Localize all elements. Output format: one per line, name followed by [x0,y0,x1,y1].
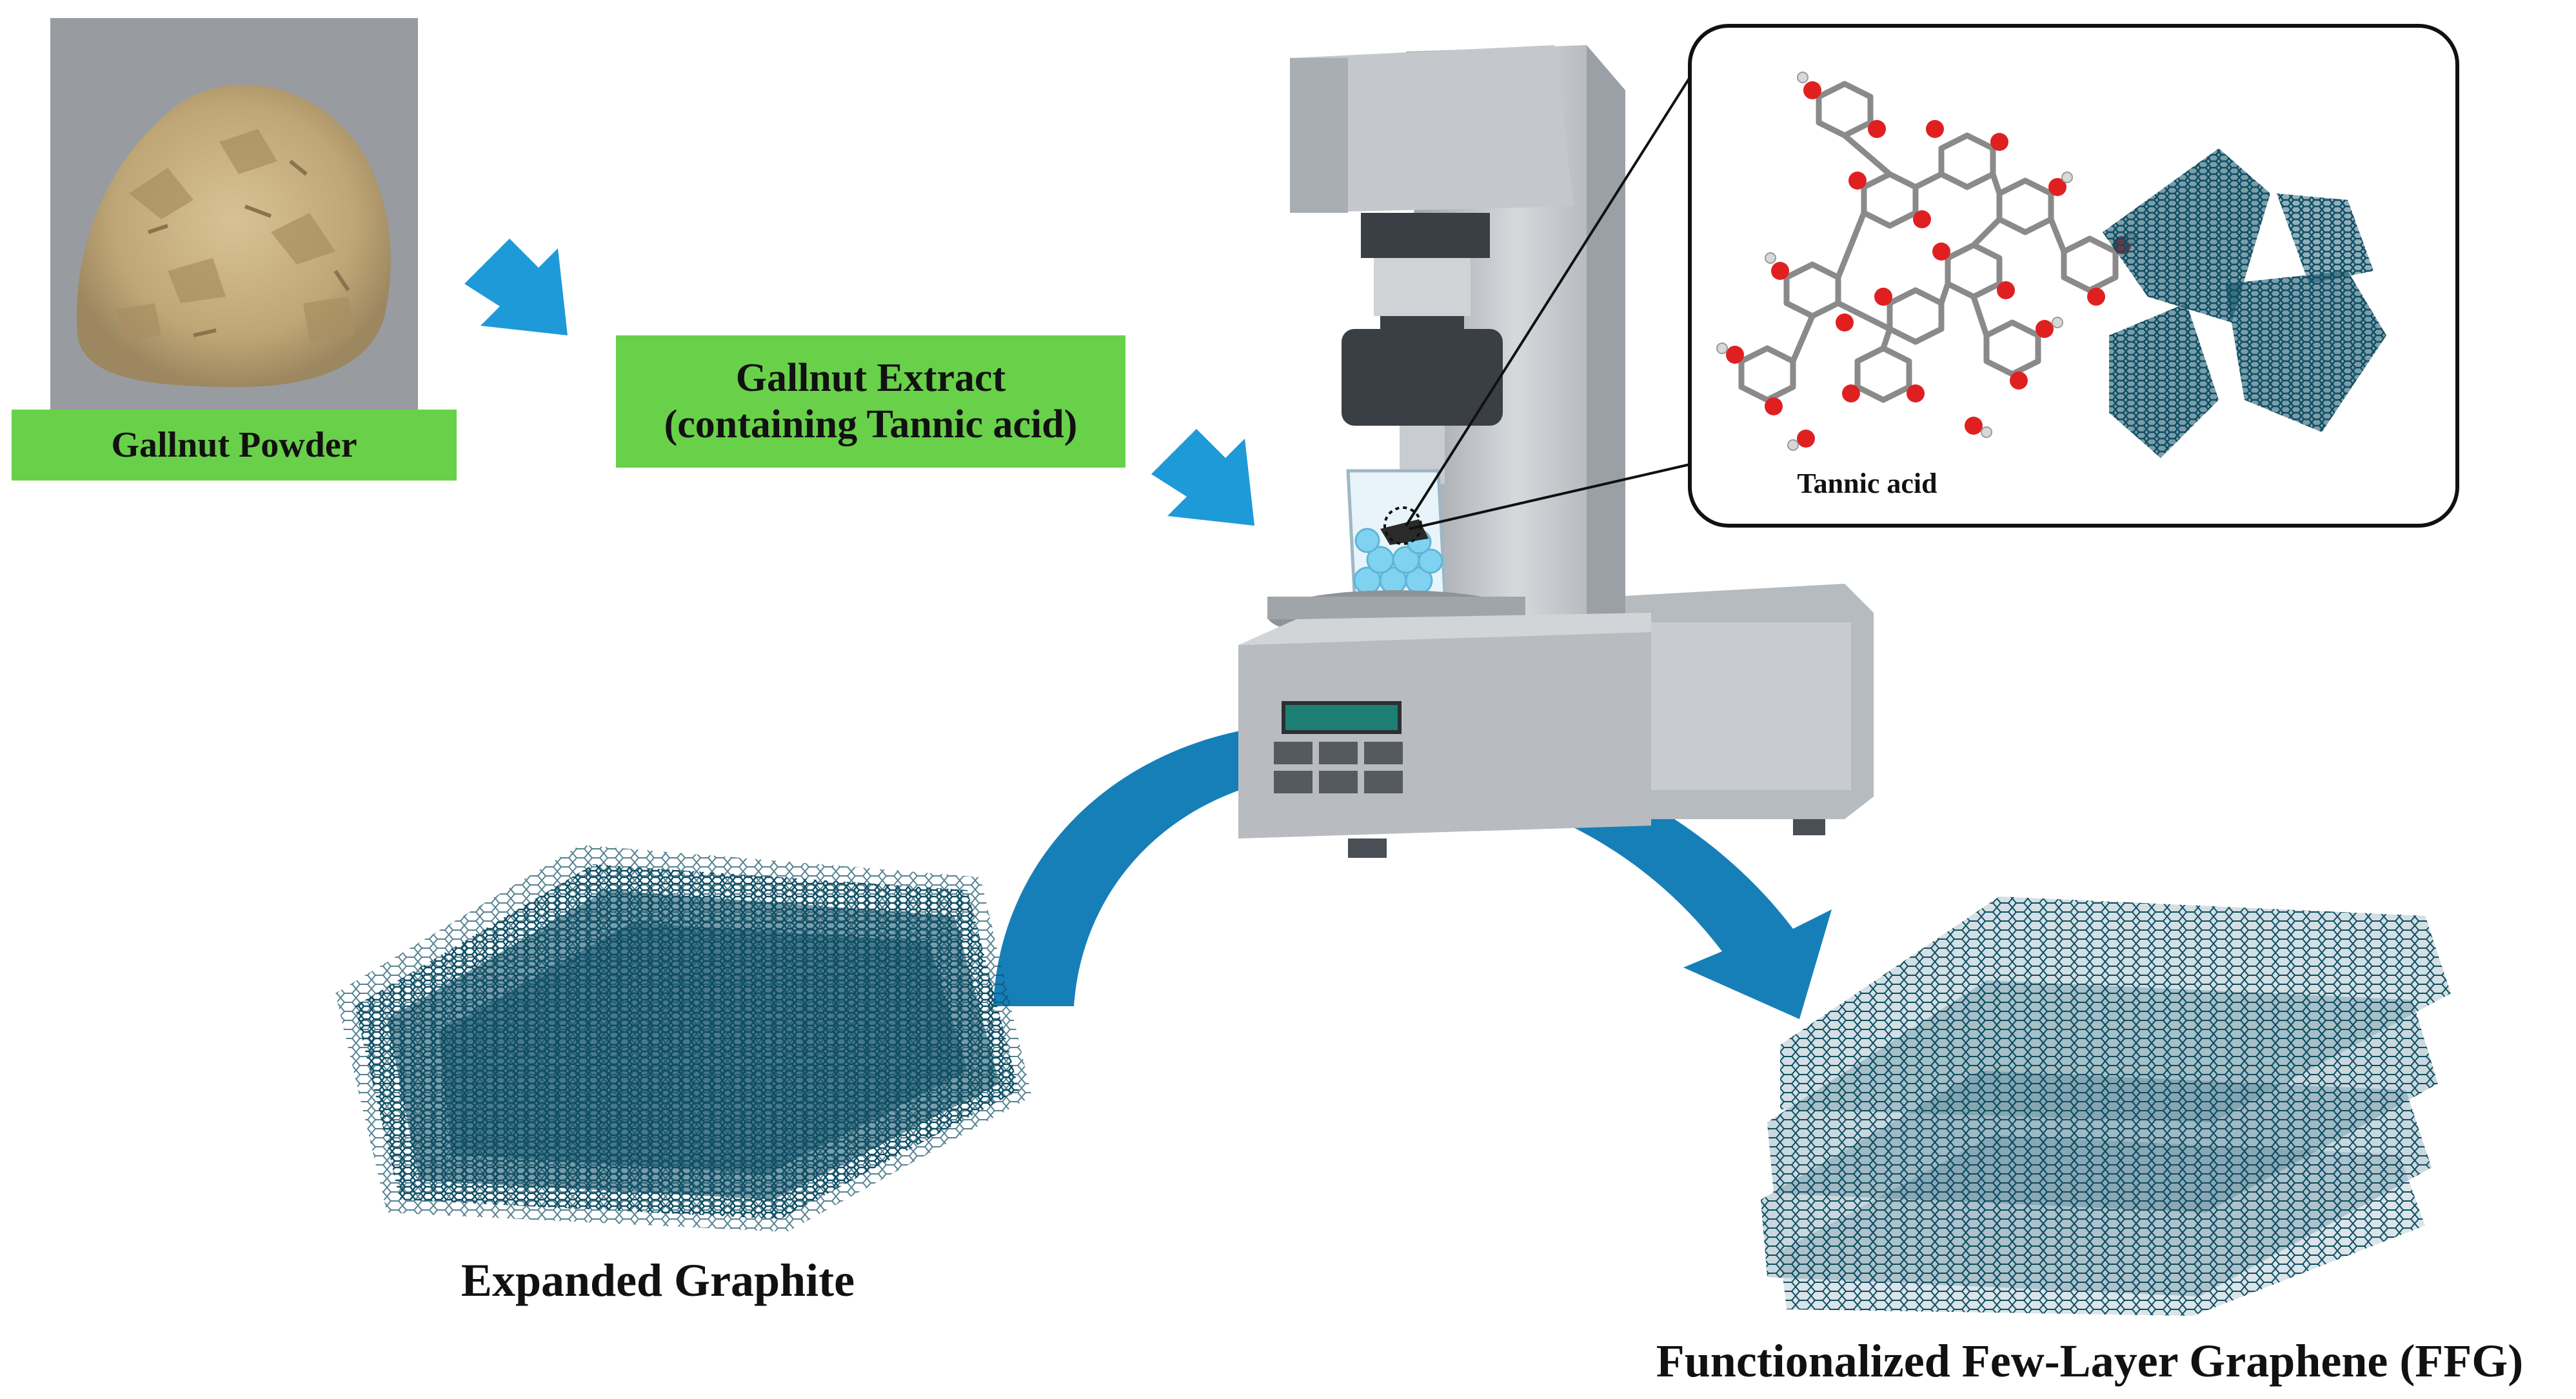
gallnut-extract-label: Gallnut Extract (containing Tannic acid) [616,335,1125,468]
callout-lines [1405,76,1691,530]
few-layer-graphene-stack-icon [1761,897,2451,1316]
gallnut-powder-photo [50,18,418,413]
ball-mill-machine-icon [1238,45,1874,858]
graphene-flakes-icon [2103,148,2386,458]
ffg-label: Functionalized Few-Layer Graphene (FFG) [1656,1335,2524,1387]
tannic-acid-label: Tannic acid [1797,467,1937,499]
gallnut-extract-label-line2: (containing Tannic acid) [664,402,1078,446]
gallnut-powder-label: Gallnut Powder [111,424,357,465]
gallnut-powder-label-box [12,410,457,481]
arrow-powder-to-extract-icon [464,239,568,335]
expanded-graphite-label: Expanded Graphite [461,1254,855,1306]
gallnut-extract-label-line1: Gallnut Extract [735,356,1006,401]
arrow-extract-to-mill-icon [1151,429,1254,526]
gallnut-extract-label-box [616,335,1125,468]
tannic-acid-molecule-icon [1716,72,2137,451]
expanded-graphite-stack-icon [335,845,1032,1232]
